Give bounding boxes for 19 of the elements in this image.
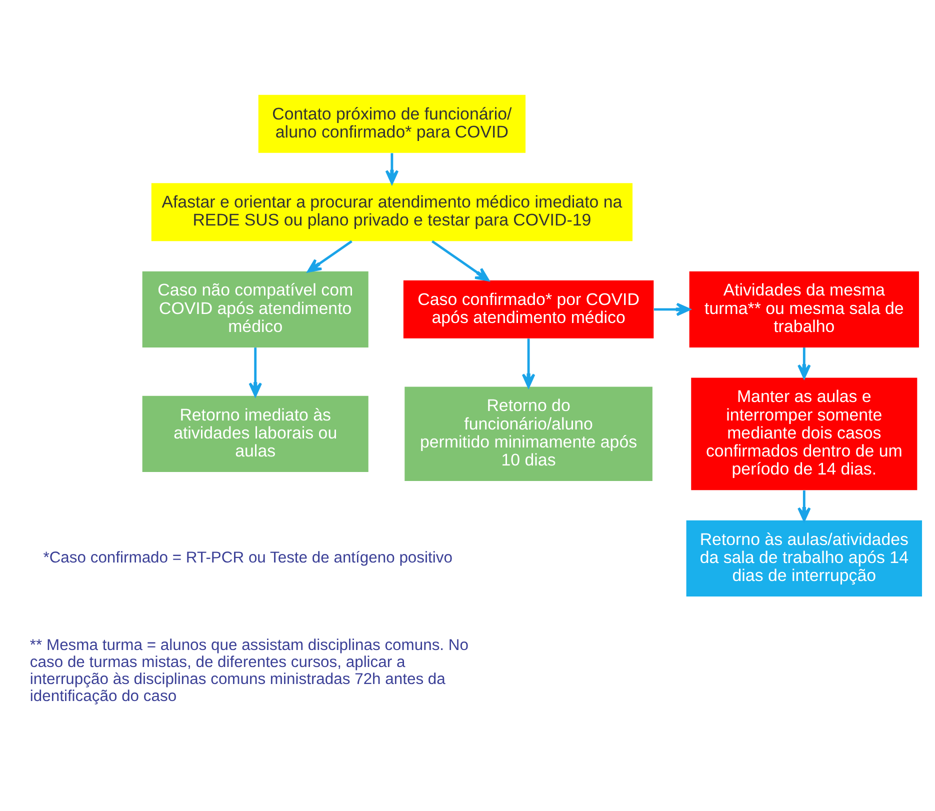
node-box: Caso confirmado* por COVID após atendimento médico	[403, 280, 654, 338]
arrow	[385, 153, 399, 184]
node-box: Retorno do funcionário/aluno permitido minimamente após 10 dias	[404, 386, 652, 482]
node-box: Caso não compatível com COVID após atendimento médico	[142, 271, 368, 348]
arrow	[432, 240, 490, 282]
arrow	[798, 490, 811, 522]
node-box: Contato próximo de funcionário/ aluno confirmado* para COVID	[258, 94, 526, 153]
node-box: Retorno às aulas/atividades da sala de trabalho após 14 dias de interrupção	[686, 520, 922, 596]
arrow	[522, 338, 536, 388]
arrow	[248, 348, 262, 397]
arrow	[798, 348, 811, 379]
node-box: Retorno imediato às atividades laborais ou aulas	[142, 396, 368, 472]
arrow	[307, 240, 352, 272]
node-box: Afastar e orientar a procurar atendimento médico imediato na REDE SUS ou plano privado e testar para COVID-19	[151, 183, 632, 242]
node-box: Atividades da mesma turma** ou mesma sala de trabalho	[689, 271, 919, 348]
node-box: Manter as aulas e interromper somente mediante dois casos confirmados dentro de um período de 14 dias.	[691, 378, 918, 490]
label: ** Mesma turma = alunos que assistam disciplinas comuns. No caso de turmas mistas, de diferentes cursos, aplicar a interrupção às disciplinas comuns ministradas 72h antes da identificação do caso	[30, 637, 468, 705]
arrow	[654, 302, 690, 316]
label: *Caso confirmado = RT-PCR ou Teste de antígeno positivo	[43, 550, 452, 567]
